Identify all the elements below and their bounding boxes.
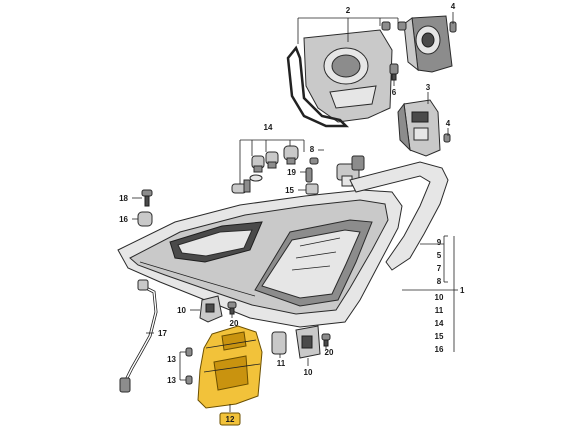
screw-19[interactable] — [305, 167, 313, 183]
headlight-housing[interactable] — [117, 189, 403, 328]
bracket-10-lower[interactable] — [295, 325, 321, 359]
callout-labels: 2 4 6 3 4 14 8 19 15 18 16 9 5 7 8 1 10 … — [119, 2, 465, 426]
screw-13-a[interactable] — [185, 347, 193, 357]
bulb-holder[interactable] — [336, 155, 365, 187]
callout-4-lower: 4 — [446, 119, 451, 128]
callout-4-top: 4 — [451, 2, 456, 11]
callout-20-right: 20 — [325, 348, 334, 357]
bracket-10-left[interactable] — [199, 295, 223, 323]
callout-14-right: 14 — [435, 319, 444, 328]
callout-14: 14 — [264, 123, 273, 132]
callout-13-lower: 13 — [167, 376, 176, 385]
clip-15[interactable] — [305, 183, 319, 195]
callout-5: 5 — [437, 251, 442, 260]
callout-15-right: 15 — [435, 332, 444, 341]
callout-11: 11 — [277, 359, 286, 368]
callout-16-right: 16 — [435, 345, 444, 354]
gasket-seal[interactable] — [286, 45, 350, 128]
screw-18[interactable] — [141, 189, 153, 207]
clip-9[interactable] — [309, 157, 319, 165]
screw-20-right[interactable] — [321, 333, 331, 347]
socket-14a[interactable] — [251, 155, 265, 173]
callout-10-right: 10 — [435, 293, 444, 302]
callout-13: 13 — [167, 355, 176, 364]
repair-bracket-12[interactable] — [197, 325, 263, 409]
callout-8-right: 8 — [437, 277, 442, 286]
control-unit-top[interactable] — [403, 15, 453, 73]
callout-18: 18 — [119, 194, 128, 203]
callout-2: 2 — [346, 6, 351, 15]
grommet-16[interactable] — [137, 211, 153, 227]
o-ring-14[interactable] — [249, 174, 263, 182]
callout-16-left: 16 — [119, 215, 128, 224]
screw-13-b[interactable] — [185, 375, 193, 385]
side-marker-bulb[interactable] — [231, 179, 251, 194]
callout-12: 12 — [226, 415, 235, 424]
callout-10-left: 10 — [177, 306, 186, 315]
callout-7: 7 — [437, 264, 442, 273]
callout-11-right: 11 — [435, 306, 444, 315]
upper-housing-cover[interactable] — [303, 29, 393, 123]
socket-14b[interactable] — [265, 151, 279, 169]
led-control-module[interactable] — [397, 99, 441, 157]
trim-strip[interactable] — [349, 161, 449, 271]
callout-17: 17 — [158, 329, 167, 338]
socket-14c[interactable] — [283, 145, 299, 165]
callout-3: 3 — [426, 83, 431, 92]
screw-top-b[interactable] — [397, 21, 407, 31]
screw-top-a[interactable] — [381, 21, 391, 31]
callout-20-left: 20 — [230, 319, 239, 328]
callout-9: 9 — [437, 238, 442, 247]
callout-1: 1 — [460, 286, 465, 295]
callout-19: 19 — [287, 168, 296, 177]
callout-15-left: 15 — [285, 186, 294, 195]
leader-lines — [132, 12, 458, 412]
screw-4-lower[interactable] — [443, 133, 451, 143]
callout-10-lower: 10 — [304, 368, 313, 377]
screw-6[interactable] — [389, 63, 399, 81]
callout-6: 6 — [392, 88, 397, 97]
callout-12-badge: 12 — [219, 412, 241, 426]
wiring-harness-17[interactable] — [119, 279, 158, 393]
bracket-11[interactable] — [271, 331, 287, 355]
callout-8: 8 — [310, 145, 315, 154]
